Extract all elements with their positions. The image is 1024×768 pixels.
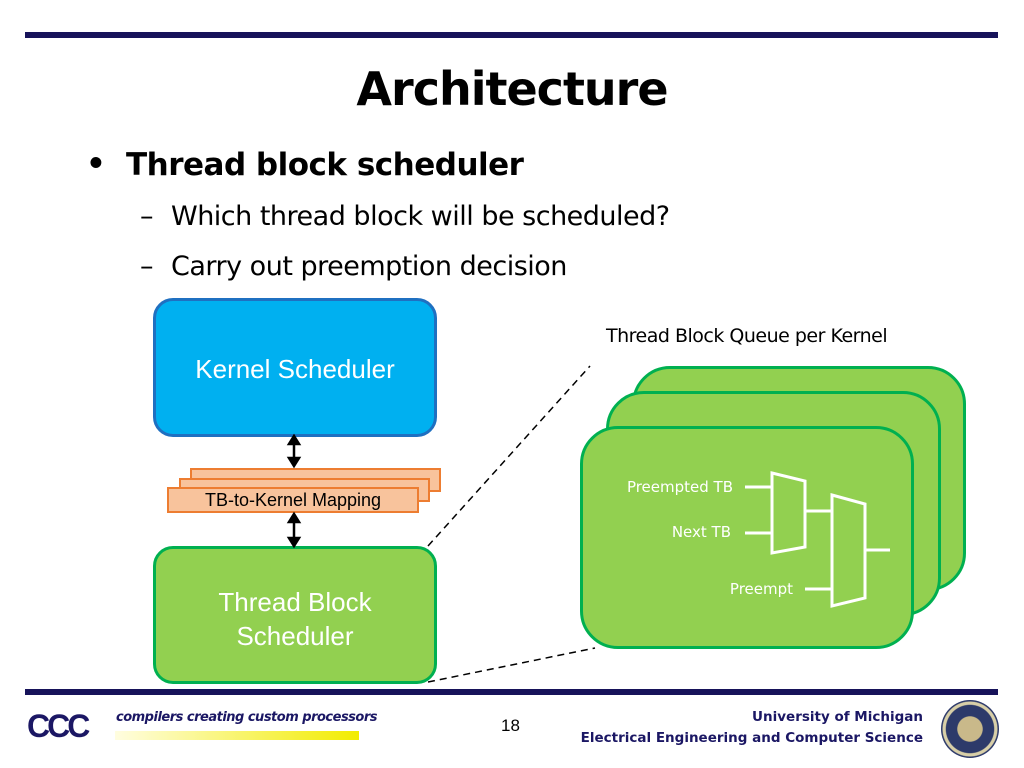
tb-scheduler-label-1: Thread Block [218,587,372,617]
bullet-text: Thread block scheduler [126,147,524,183]
double-arrow-bottom [286,511,302,549]
sub-dash: – [140,201,154,232]
queue-card-front [580,426,914,649]
mux-1 [770,471,807,555]
kernel-scheduler-label: Kernel Scheduler [195,354,395,384]
mux-circuit [745,471,890,608]
mux-2 [830,493,867,608]
thread-block-scheduler-box: Thread Block Scheduler [153,546,437,684]
mapping-label: TB-to-Kernel Mapping [204,490,382,510]
kernel-scheduler-box: Kernel Scheduler [153,298,437,437]
tb-scheduler-label-2: Scheduler [236,621,354,651]
double-arrow-top [286,433,302,469]
mapping-box: TB-to-Kernel Mapping [167,487,419,513]
bullet-dot: • [86,146,106,182]
sub-bullet-2: Carry out preemption decision [171,251,567,282]
slide-title: Architecture [356,62,668,116]
queue-label: Thread Block Queue per Kernel [606,325,888,347]
tagline-highlight [115,731,359,740]
page-number: 18 [501,716,520,735]
input-preempted-tb: Preempted TB [626,478,733,496]
bottom-rule [25,689,998,695]
university-seal-icon [941,700,999,758]
input-next-tb: Next TB [671,523,731,541]
zoom-dashed-line-top [427,365,591,547]
sub-dash: – [140,251,154,282]
input-preempt: Preempt [729,580,793,598]
university-name: University of Michigan [752,709,923,725]
top-rule [25,32,998,38]
zoom-dashed-line-bottom [427,647,596,683]
ccc-logo: CCC [27,708,90,744]
department-name: Electrical Engineering and Computer Scie… [580,730,923,746]
sub-bullet-1: Which thread block will be scheduled? [171,201,670,232]
tagline: compilers creating custom processors [116,710,378,725]
